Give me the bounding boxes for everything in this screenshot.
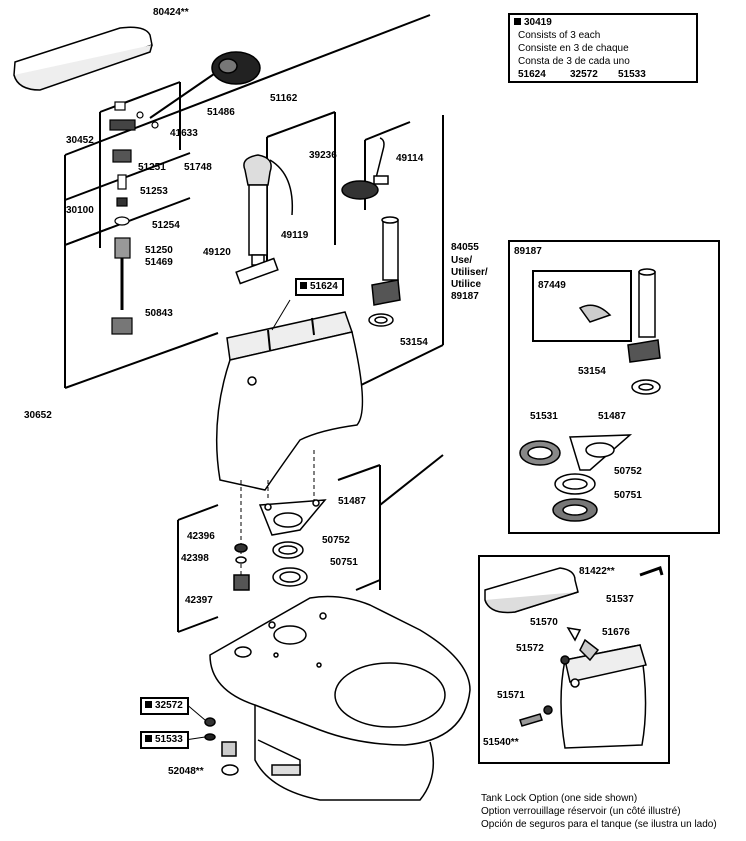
detail-87449-box <box>532 270 632 342</box>
part-label: 50751 <box>614 490 642 501</box>
kit-info-part-number: 32572 <box>570 69 598 80</box>
part-label: 49120 <box>203 247 231 258</box>
detail-89187-artwork <box>519 268 661 522</box>
part-label: 51748 <box>184 162 212 173</box>
kit-callout-32572: 32572 <box>140 697 189 715</box>
kit-info-box: 30419 Consists of 3 each Consiste en 3 d… <box>508 13 698 83</box>
kit-callout-51533: 51533 <box>140 731 189 749</box>
kit-callout-label: 51624 <box>310 281 338 292</box>
kit-info-line: Consta de 3 de cada uno <box>518 56 630 67</box>
part-label: 50751 <box>330 557 358 568</box>
part-label: 51487 <box>338 496 366 507</box>
tank-lock-caption: Tank Lock Option (one side shown) <box>481 793 638 804</box>
part-label: 51254 <box>152 220 180 231</box>
part-label: 51676 <box>602 627 630 638</box>
part-label: 53154 <box>578 366 606 377</box>
part-label: 51250 <box>145 245 173 256</box>
part-label: 80424** <box>153 7 189 18</box>
part-label: 87449 <box>538 280 566 291</box>
kit-info-part-number: 51533 <box>618 69 646 80</box>
part-label: 42398 <box>181 553 209 564</box>
part-label: 51537 <box>606 594 634 605</box>
overflow-tube <box>368 216 401 327</box>
part-label: 30100 <box>66 205 94 216</box>
kit-marker-icon <box>514 18 521 25</box>
part-label: Utiliser/ <box>451 267 488 278</box>
kit-info-line: Consists of 3 each <box>518 30 601 41</box>
part-label: 50752 <box>322 535 350 546</box>
fill-valve <box>235 154 294 285</box>
kit-info-part: 30419 <box>524 17 552 28</box>
part-label: 51531 <box>530 411 558 422</box>
part-label: 30652 <box>24 410 52 421</box>
kit-marker-icon <box>145 701 152 708</box>
tank-lid <box>13 26 153 91</box>
part-label: 50752 <box>614 466 642 477</box>
part-label: 51487 <box>598 411 626 422</box>
part-label: 51540** <box>483 737 519 748</box>
part-label: 53154 <box>400 337 428 348</box>
detail-89187-box <box>508 240 720 534</box>
part-label: 81422** <box>579 566 615 577</box>
part-label: 51469 <box>145 257 173 268</box>
part-label: 49119 <box>281 230 309 241</box>
part-label: 39236 <box>309 150 337 161</box>
flapper <box>341 137 389 200</box>
part-label: 51251 <box>138 162 166 173</box>
part-label: Use/ <box>451 255 473 266</box>
kit-callout-51624: 51624 <box>295 278 344 296</box>
trip-lever-parts <box>109 101 159 335</box>
kit-info-part-number: 51624 <box>518 69 546 80</box>
toilet-bowl <box>204 595 471 801</box>
part-label: 30452 <box>66 135 94 146</box>
kit-info-title: 30419 <box>514 16 552 29</box>
tank-body <box>215 311 364 491</box>
part-label: 51571 <box>497 690 525 701</box>
part-label: 42396 <box>187 531 215 542</box>
part-label: 51253 <box>140 186 168 197</box>
kit-callout-label: 32572 <box>155 700 183 711</box>
part-label: 42397 <box>185 595 213 606</box>
tank-lock-box <box>478 555 670 764</box>
part-label: 41633 <box>170 128 198 139</box>
tank-lock-artwork <box>484 566 664 749</box>
part-label: 49114 <box>396 153 424 164</box>
part-label: 51486 <box>207 107 235 118</box>
tank-lock-caption: Opción de seguros para el tanque (se ilu… <box>481 819 717 830</box>
tank-lock-caption: Option verrouillage réservoir (un côté i… <box>481 806 681 817</box>
part-label: 52048** <box>168 766 204 777</box>
part-label: 51570 <box>530 617 558 628</box>
part-label: 50843 <box>145 308 173 319</box>
kit-marker-icon <box>300 282 307 289</box>
part-label: 84055 <box>451 242 479 253</box>
kit-info-line: Consiste en 3 de chaque <box>518 43 629 54</box>
detail-89187-title: 89187 <box>514 246 542 257</box>
tank-to-bowl-parts <box>233 499 327 591</box>
kit-callout-label: 51533 <box>155 734 183 745</box>
part-label: Utilice <box>451 279 482 290</box>
part-label: 51572 <box>516 643 544 654</box>
part-label: 89187 <box>451 291 479 302</box>
part-label: 51162 <box>270 93 298 104</box>
flapper-ball <box>149 51 261 119</box>
kit-marker-icon <box>145 735 152 742</box>
